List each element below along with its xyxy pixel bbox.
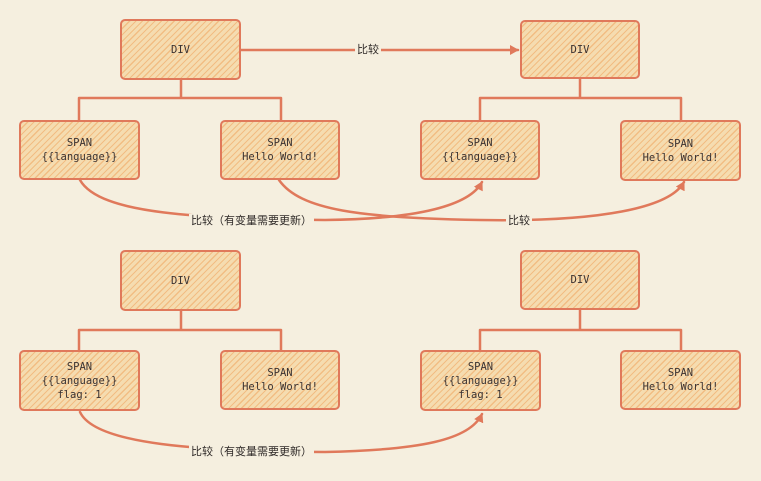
bottom-right-span-language-node: SPAN {{language}} flag: 1 [420, 350, 541, 411]
node-label: SPAN [467, 360, 494, 373]
node-label: flag: 1 [57, 388, 102, 401]
tree-connector-top-right [478, 77, 683, 122]
compare-hello-label: 比较 [506, 214, 532, 228]
bottom-left-span-hello-node: SPAN Hello World! [220, 350, 340, 410]
node-label: {{language}} [442, 374, 519, 387]
top-left-div-node: DIV [120, 19, 241, 80]
bottom-right-div-node: DIV [520, 250, 640, 310]
compare-arrow-hello [277, 178, 686, 222]
compare-language-label: 比较（有变量需要更新） [189, 214, 314, 228]
top-right-span-hello-node: SPAN Hello World! [620, 120, 741, 181]
node-label: DIV [171, 43, 190, 56]
bottom-right-span-hello-node: SPAN Hello World! [620, 350, 741, 410]
node-label: Hello World! [642, 151, 719, 164]
top-right-span-language-node: SPAN {{language}} [420, 120, 540, 180]
node-label: SPAN [467, 137, 493, 149]
tree-connector-bottom-left [77, 309, 283, 352]
top-left-span-hello-node: SPAN Hello World! [220, 120, 340, 180]
bottom-left-span-language-node: SPAN {{language}} flag: 1 [19, 350, 140, 411]
node-label: DIV [570, 274, 590, 286]
node-label: SPAN [667, 137, 694, 150]
compare-language-flag-label: 比较（有变量需要更新） [189, 445, 314, 459]
node-label: SPAN [66, 360, 93, 373]
node-label: Hello World! [242, 381, 318, 393]
node-label: {{language}} [41, 374, 118, 387]
node-label: Hello World! [242, 151, 318, 163]
node-label: {{language}} [442, 151, 518, 163]
tree-connector-top-left [77, 78, 283, 122]
node-label: Hello World! [642, 381, 719, 393]
node-label: SPAN [66, 137, 93, 149]
top-right-div-node: DIV [520, 20, 640, 79]
node-label: SPAN [267, 137, 293, 149]
node-label: DIV [570, 43, 590, 56]
node-label: {{language}} [41, 151, 118, 163]
node-label: DIV [171, 274, 190, 287]
node-label: flag: 1 [458, 388, 503, 401]
compare-root-label: 比较 [355, 43, 381, 57]
node-label: SPAN [267, 367, 293, 379]
bottom-left-div-node: DIV [120, 250, 241, 311]
tree-connector-bottom-right [478, 308, 683, 352]
top-left-span-language-node: SPAN {{language}} [19, 120, 140, 180]
node-label: SPAN [667, 367, 694, 379]
